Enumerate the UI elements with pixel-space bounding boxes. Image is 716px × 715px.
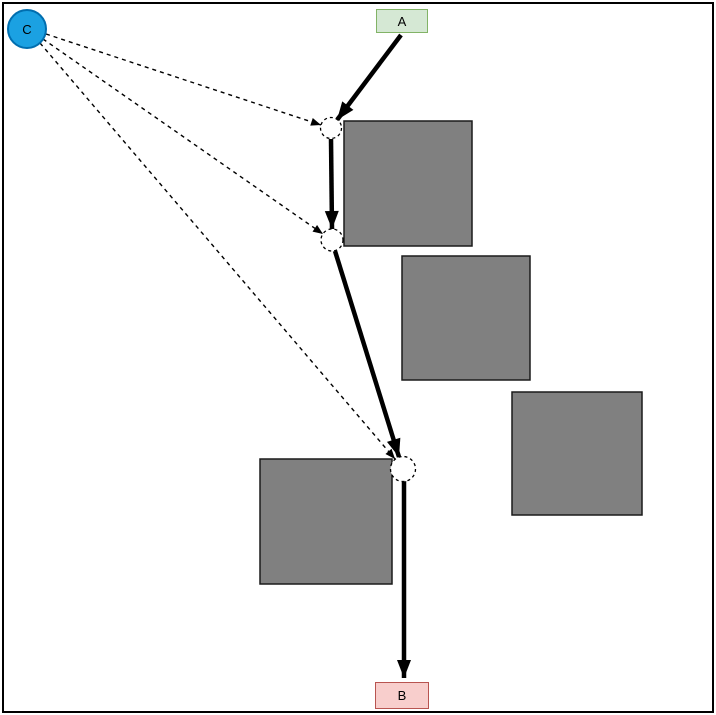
obstacle-square-4[interactable] [259,458,393,585]
edge-waypoint2-to-waypoint3[interactable] [332,250,402,458]
obstacle-square-3[interactable] [511,391,643,516]
node-source[interactable]: C [7,9,47,49]
node-end-label: B [397,688,407,703]
obstacle-square-1[interactable] [343,120,473,247]
waypoint-1[interactable] [319,116,343,140]
edge-a-to-waypoint1[interactable] [335,33,403,122]
dashed-edge-c-to-waypoint1[interactable] [45,33,322,126]
node-start[interactable]: A [376,9,428,33]
node-source-label: C [22,21,32,37]
dashed-edge-c-to-waypoint2[interactable] [42,38,324,235]
waypoint-2[interactable] [320,228,344,252]
obstacle-square-2[interactable] [401,255,531,381]
node-start-label: A [397,13,407,29]
edge-waypoint1-to-waypoint2[interactable] [324,138,339,230]
node-end[interactable]: B [375,682,429,709]
dashed-edge-c-to-waypoint3[interactable] [39,42,396,460]
waypoint-3[interactable] [389,455,417,483]
